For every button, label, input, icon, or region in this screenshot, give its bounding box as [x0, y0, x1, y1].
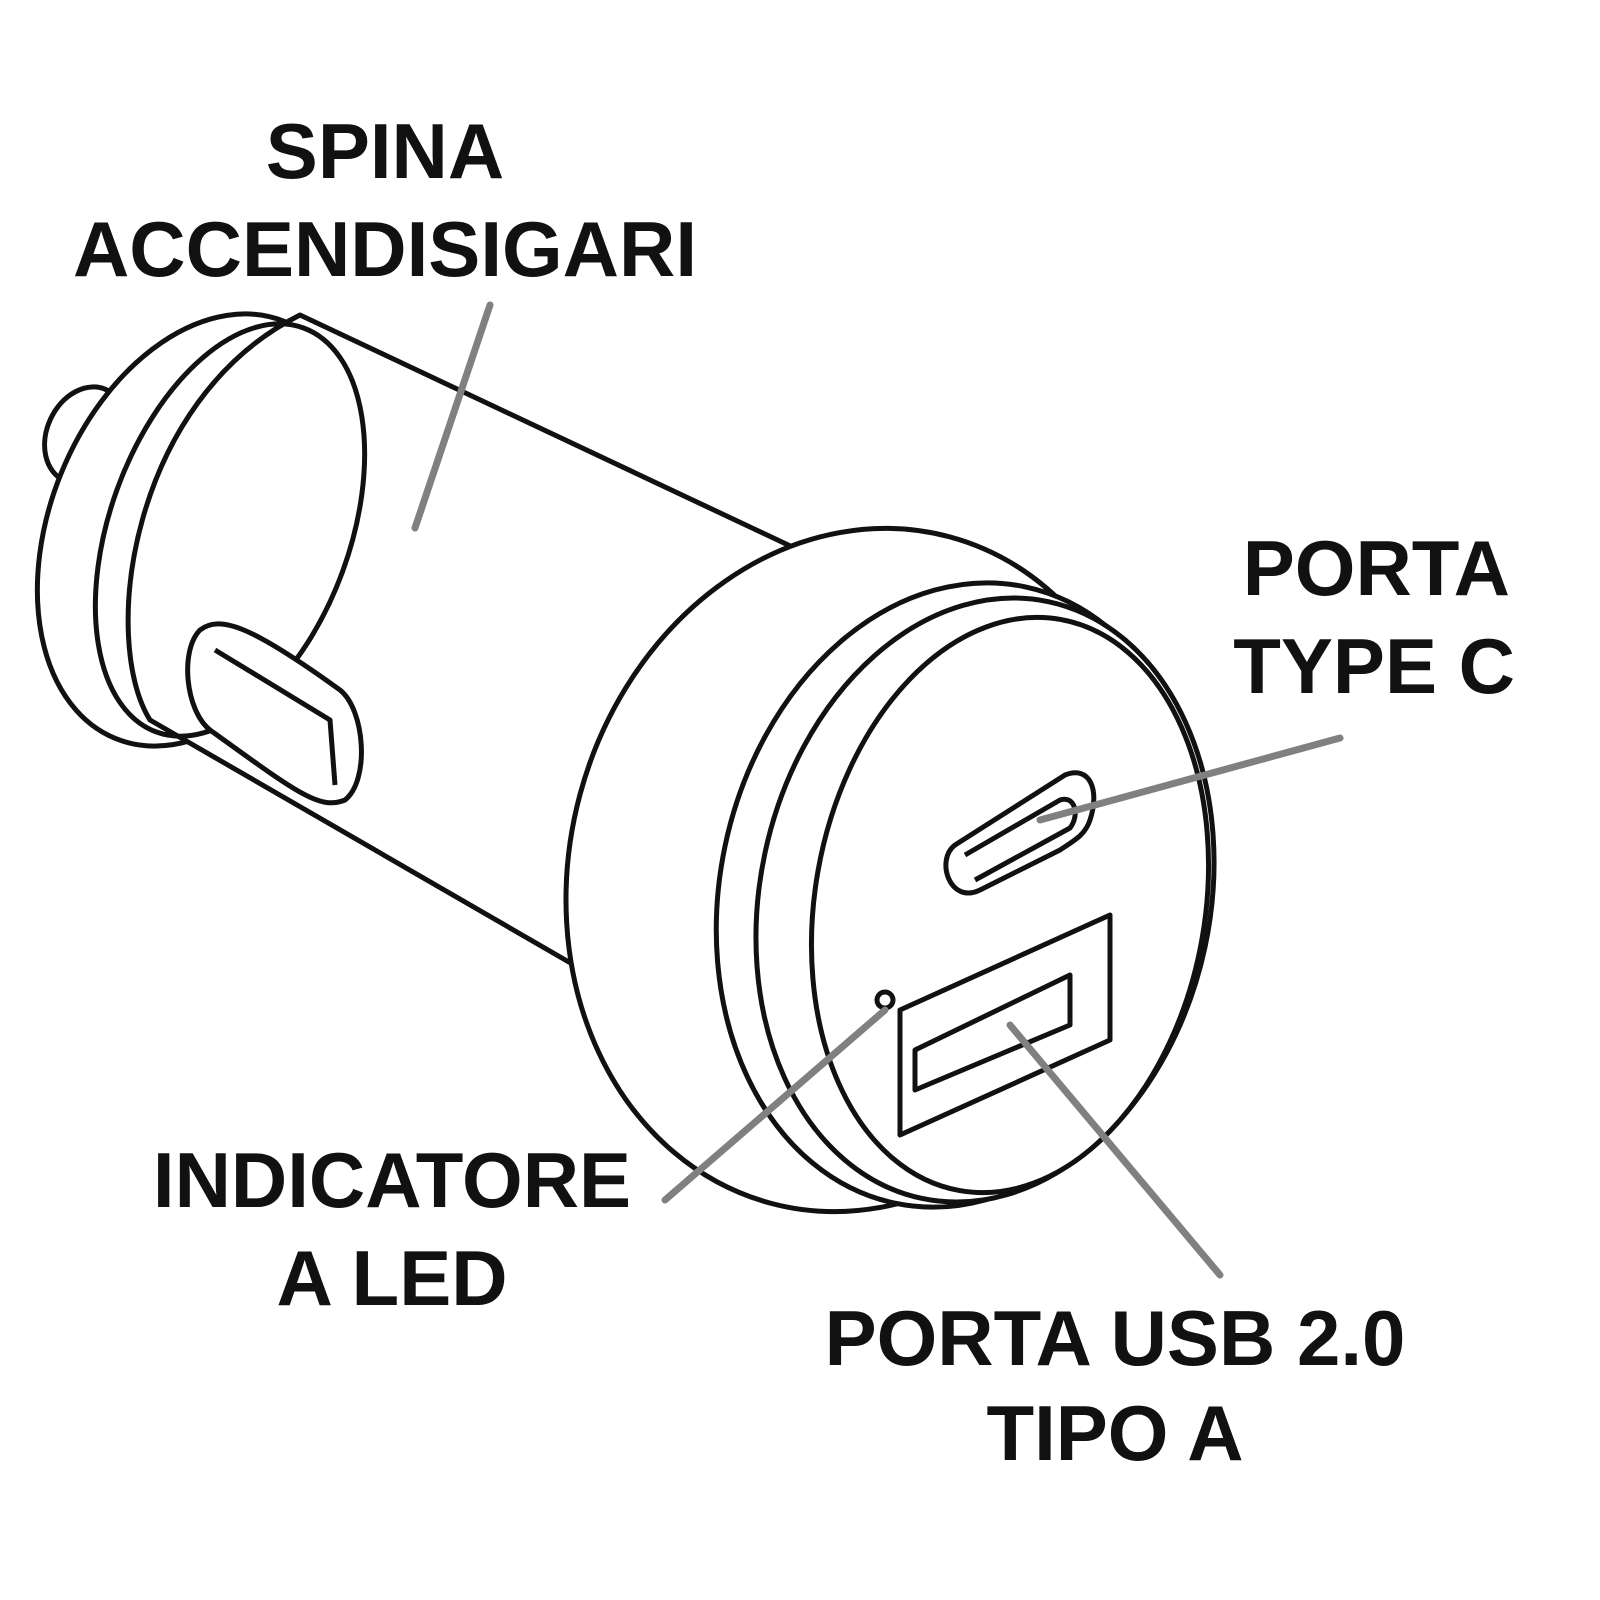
car-charger-drawing: [34, 311, 1217, 1215]
leader-type-c: [1036, 734, 1344, 824]
leader-plug: [411, 301, 494, 532]
plug-body-edge: [92, 321, 368, 739]
side-contact-inner: [213, 647, 338, 786]
leader-usb-a: [1006, 1021, 1224, 1279]
label-usb-a-line2: TIPO A: [986, 1389, 1243, 1477]
label-type-c-line2: TYPE C: [1233, 622, 1515, 710]
leader-lines: [411, 301, 1344, 1279]
label-led-line1: INDICATORE: [153, 1136, 631, 1224]
label-type-c-line1: PORTA: [1243, 524, 1510, 612]
leader-led: [661, 1006, 889, 1204]
labels: SPINA ACCENDISIGARI PORTA TYPE C INDICAT…: [73, 107, 1515, 1477]
side-contact: [185, 621, 364, 806]
label-led-line2: A LED: [276, 1234, 507, 1322]
label-plug-line1: SPINA: [266, 107, 504, 195]
led-indicator: [874, 989, 896, 1011]
label-usb-a-line1: PORTA USB 2.0: [825, 1294, 1406, 1382]
label-plug-line2: ACCENDISIGARI: [73, 205, 697, 293]
usb-a-tongue: [912, 972, 1073, 1093]
